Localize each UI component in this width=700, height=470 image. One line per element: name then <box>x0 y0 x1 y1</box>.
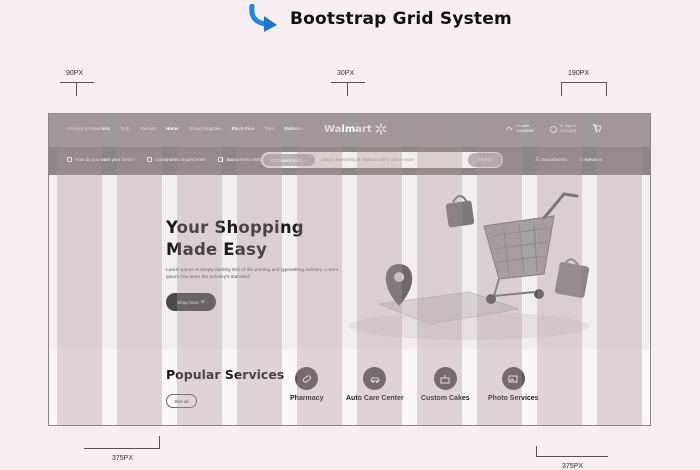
cake-icon <box>440 374 450 383</box>
gutter-right-label: 190PX <box>568 70 590 77</box>
account-link[interactable]: Hi, Sign In Account <box>549 123 576 133</box>
nav-item-tech[interactable]: Tech <box>119 126 130 131</box>
bottom-left-line <box>84 448 160 449</box>
pill-icon-wrap <box>295 367 319 390</box>
store-text: Sacramento Supercenter <box>155 157 207 162</box>
cart-icon[interactable] <box>592 123 602 133</box>
gutter-right-tick-left <box>561 82 562 96</box>
main-nav: Grocery & Essentials Tech Fashion Home S… <box>67 126 303 131</box>
account-label: Account <box>559 128 576 133</box>
hero-description: Lorem Ipsum is simply dummy text of the … <box>166 268 339 280</box>
departments-text: Departments <box>540 157 567 162</box>
bottom-left-label: 375PX <box>112 455 134 462</box>
top-bar-actions: Reorder Services Hi, Sign In Account <box>505 123 602 133</box>
service-pharmacy[interactable]: Pharmacy <box>290 367 323 402</box>
car-icon-wrap <box>363 367 387 390</box>
services-link[interactable]: ☷ Services <box>578 157 602 162</box>
nav-item-flash[interactable]: Flash Pics <box>231 126 255 131</box>
store-option[interactable]: Sacramento Supercenter <box>147 157 206 162</box>
gutter-left-line <box>60 82 94 83</box>
nav-item-home[interactable]: Home <box>165 126 179 131</box>
service-label: Custom Cakes <box>421 395 470 402</box>
spark-icon <box>375 123 387 135</box>
location-text: Sacramento 95829 <box>226 157 266 162</box>
shop-now-button[interactable]: Shop Now ⊕ <box>166 293 216 311</box>
user-icon <box>549 126 557 133</box>
grid-column <box>57 114 102 425</box>
photo-icon-wrap <box>501 367 525 390</box>
bottom-left-tick <box>159 436 160 449</box>
see-all-button[interactable]: See all <box>166 394 197 408</box>
bottom-right-tick <box>536 446 537 457</box>
grid-column <box>417 114 462 425</box>
grid-column <box>177 114 222 425</box>
nav-item-fashion[interactable]: Fashion <box>139 126 156 131</box>
nav-item-walmart-plus[interactable]: Walmart+ <box>283 126 304 131</box>
service-photo[interactable]: Photo Services <box>488 367 539 402</box>
curved-arrow-icon <box>249 4 277 32</box>
grid-column <box>297 114 342 425</box>
photo-icon <box>508 375 518 382</box>
page-title: Bootstrap Grid System <box>290 9 512 29</box>
service-custom-cakes[interactable]: Custom Cakes <box>421 367 470 402</box>
hero-title-line2: Made Easy <box>166 240 268 259</box>
department-select[interactable]: All Departments ⌄ <box>263 154 315 166</box>
gutter-left-label: 90PX <box>66 70 84 77</box>
website-mockup: Grocery & Essentials Tech Fashion Home S… <box>48 113 651 426</box>
fulfillment-text: How do you want your items? <box>75 157 136 162</box>
department-text: All Departments <box>270 157 303 163</box>
grid-column <box>597 114 642 425</box>
shop-now-label: Shop Now <box>177 299 199 305</box>
service-auto-care[interactable]: Auto Care Center <box>346 367 404 402</box>
departments-link[interactable]: ☰ Departments <box>535 157 567 162</box>
account-top-text: Hi, Sign In <box>559 124 576 128</box>
reorder-top-text: Reorder <box>516 124 530 128</box>
service-label: Pharmacy <box>290 395 324 402</box>
nav-item-school[interactable]: School Supplies <box>188 126 222 131</box>
reorder-link[interactable]: Reorder Services <box>505 123 534 133</box>
nav-item-grocery[interactable]: Grocery & Essentials <box>67 126 110 131</box>
gutter-right-tick-right <box>606 82 607 96</box>
box-icon <box>67 157 72 162</box>
gutter-mid-line <box>331 82 365 83</box>
store-info: How do you want your items? Sacramento S… <box>67 157 265 162</box>
bottom-right-label: 375PX <box>562 463 584 470</box>
cake-icon-wrap <box>433 367 457 390</box>
hero-title-line1: Your Shopping <box>166 218 304 237</box>
popular-services-title: Popular Services <box>166 367 285 382</box>
grid-column <box>117 114 162 425</box>
nav-item-toys[interactable]: Toys <box>264 126 274 131</box>
hero-title: Your Shopping Made Easy <box>166 217 304 261</box>
service-label: Photo Services <box>488 395 539 402</box>
gutter-left-tick <box>76 82 77 96</box>
page-heading: Bootstrap Grid System <box>244 2 512 36</box>
shopping-cart-illustration <box>349 192 590 340</box>
services-text: Services <box>584 157 602 162</box>
search-button[interactable]: Search <box>468 153 502 167</box>
gutter-mid-label: 30PX <box>337 70 355 77</box>
location-icon <box>218 157 224 162</box>
pill-icon <box>302 374 311 383</box>
search-bar-links: ☰ Departments ☷ Services <box>535 157 602 163</box>
reorder-label: Services <box>516 128 534 133</box>
walmart-logo[interactable]: Walmart <box>324 123 387 135</box>
grid-column <box>477 114 522 425</box>
gutter-mid-tick <box>347 82 348 96</box>
gutter-right-line <box>561 82 607 83</box>
service-label: Auto Care Center <box>346 395 404 402</box>
search-box: All Departments ⌄ Search everything at W… <box>261 152 503 168</box>
grid-column <box>537 114 582 425</box>
grid-column <box>357 114 402 425</box>
grid-column <box>237 114 282 425</box>
fulfillment-option[interactable]: How do you want your items? <box>67 157 135 162</box>
car-icon <box>370 377 380 383</box>
store-icon <box>147 157 153 162</box>
search-input[interactable]: Search everything at Walmart online and … <box>321 157 414 162</box>
logo-text: Walmart <box>324 123 372 135</box>
reorder-icon <box>506 126 513 131</box>
bottom-right-line <box>536 456 608 457</box>
location-option[interactable]: Sacramento 95829 <box>218 157 265 162</box>
